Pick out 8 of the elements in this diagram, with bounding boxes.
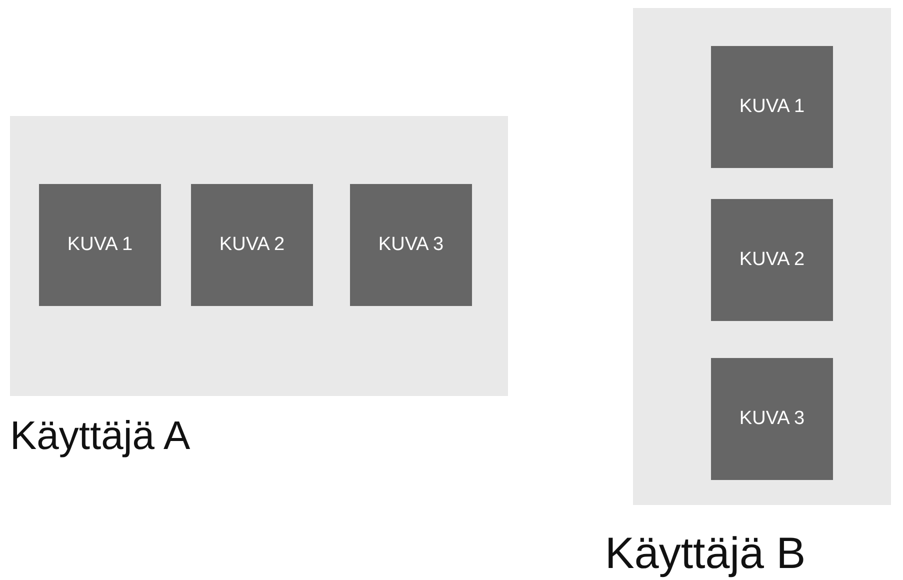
user-heading: Käyttäjä B bbox=[605, 532, 806, 576]
image-tile: KUVA 2 bbox=[711, 199, 833, 321]
image-tile: KUVA 1 bbox=[39, 184, 161, 306]
user-heading: Käyttäjä A bbox=[10, 416, 190, 456]
image-tile: KUVA 3 bbox=[711, 358, 833, 480]
image-tile: KUVA 2 bbox=[191, 184, 313, 306]
image-tile: KUVA 1 bbox=[711, 46, 833, 168]
image-tile: KUVA 3 bbox=[350, 184, 472, 306]
